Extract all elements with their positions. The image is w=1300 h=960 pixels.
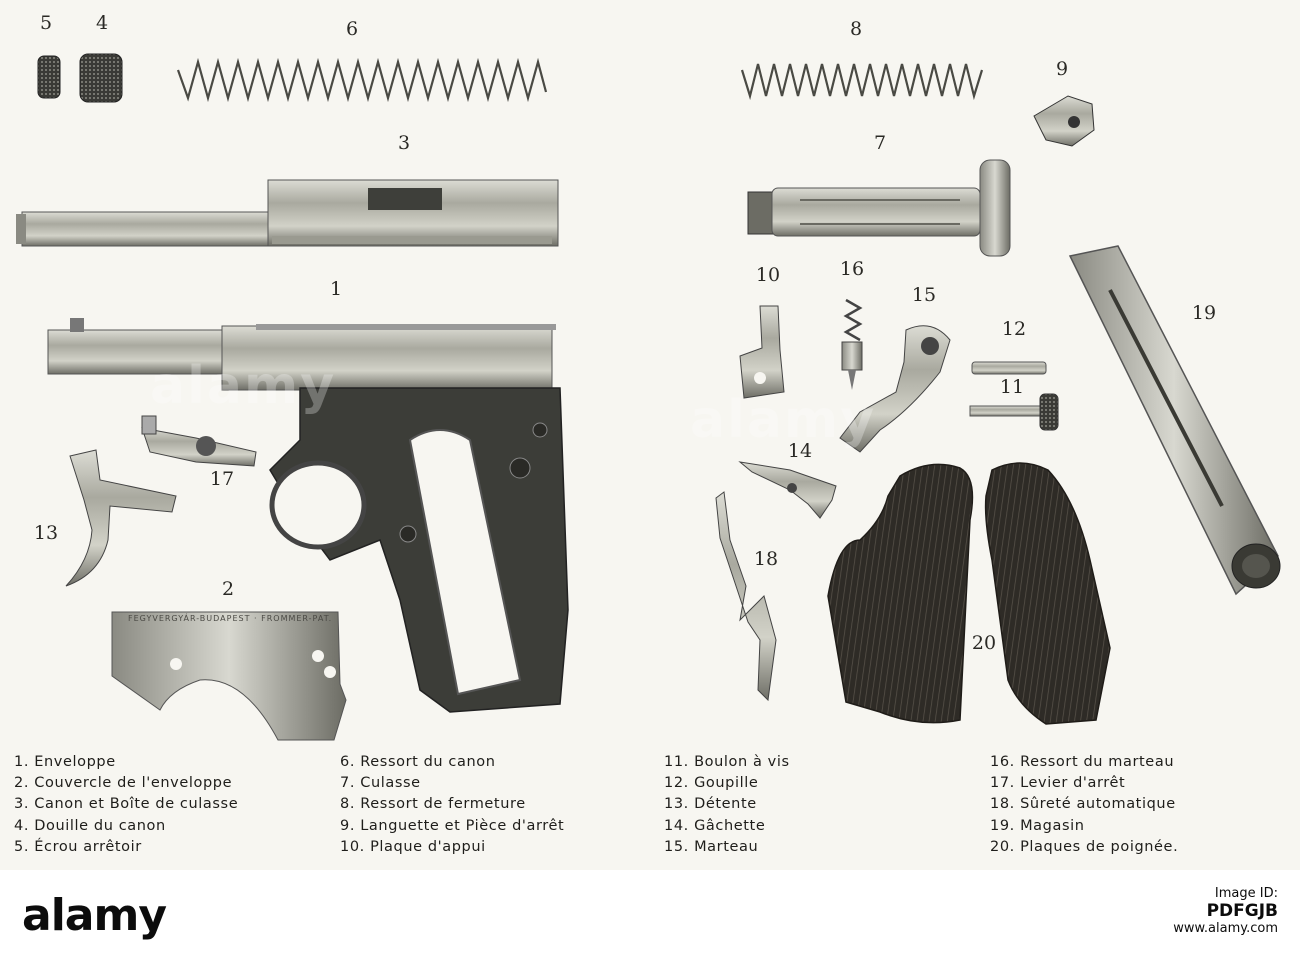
legend-item: 1. Enveloppe — [14, 754, 116, 770]
legend-item: 3. Canon et Boîte de culasse — [14, 796, 239, 813]
part-number-16: 16 — [839, 258, 865, 280]
legend-item: 9. Languette et Pièce d'arrêt — [340, 817, 565, 834]
part-number-2: 2 — [221, 578, 235, 600]
legend-column-2: 6. Ressort du canon 7. Culasse 8. Ressor… — [340, 752, 564, 858]
part-5-nut — [37, 55, 61, 99]
part-3-barrel — [16, 179, 559, 247]
legend-item: 15. Marteau — [664, 838, 759, 855]
legend-item: 2. Couvercle de l'enveloppe — [14, 775, 233, 792]
part-number-7: 7 — [873, 132, 887, 154]
part-number-15: 15 — [911, 284, 937, 306]
part-number-5: 5 — [39, 12, 53, 34]
legend-item: 4. Douille du canon — [14, 817, 166, 834]
legend-column-4: 16. Ressort du marteau 17. Levier d'arrê… — [990, 752, 1178, 858]
part-number-19: 19 — [1191, 302, 1217, 324]
diagram-plate: 5 4 6 8 9 3 7 1 10 16 15 12 11 19 17 13 … — [0, 0, 1300, 870]
part-number-6: 6 — [345, 18, 359, 40]
part-19-magazine — [1068, 245, 1281, 596]
part-20-grip-plates — [827, 462, 1111, 725]
part-18-automatic-safety — [715, 491, 777, 702]
part-2-cover-plate — [111, 611, 347, 741]
legend-item: 18. Sûreté automatique — [990, 796, 1176, 813]
legend-item: 17. Levier d'arrêt — [990, 775, 1126, 792]
part-number-3: 3 — [397, 132, 411, 154]
part-7-bolt — [747, 159, 1011, 257]
alamy-logo[interactable]: alamy — [22, 890, 167, 941]
legend-column-3: 11. Boulon à vis 12. Goupille 13. Détent… — [664, 752, 790, 858]
image-id-label: Image ID: — [1214, 886, 1278, 901]
legend-item: 14. Gâchette — [664, 817, 766, 834]
legend-column-1: 1. Enveloppe 2. Couvercle de l'enveloppe… — [14, 752, 238, 858]
part-number-12: 12 — [1001, 318, 1027, 340]
part-number-11: 11 — [999, 376, 1025, 398]
legend-item: 5. Écrou arrêtoir — [14, 838, 142, 855]
part-number-18: 18 — [753, 548, 779, 570]
legend-item: 11. Boulon à vis — [664, 754, 790, 770]
part-8-recoil-spring — [740, 63, 984, 101]
part-15-hammer — [839, 325, 951, 453]
legend-item: 7. Culasse — [340, 775, 421, 792]
part-number-14: 14 — [787, 440, 813, 462]
part-number-10: 10 — [755, 264, 781, 286]
part-number-13: 13 — [33, 522, 59, 544]
part-number-4: 4 — [95, 12, 109, 34]
part-11-screw-bolt — [969, 393, 1059, 431]
legend-item: 10. Plaque d'appui — [340, 838, 486, 855]
part-6-barrel-spring — [176, 57, 548, 103]
part-number-20: 20 — [971, 632, 997, 654]
part-number-17: 17 — [209, 468, 235, 490]
image-id-block: Image ID: PDFGJB www.alamy.com — [1173, 886, 1278, 936]
part-number-1: 1 — [329, 278, 343, 300]
part-17-stop-lever — [141, 415, 257, 467]
part-14-sear — [738, 461, 837, 519]
part-10-support-plate — [739, 305, 785, 399]
footer-bar: alamy Image ID: PDFGJB www.alamy.com — [0, 870, 1300, 960]
legend-item: 16. Ressort du marteau — [990, 754, 1175, 770]
cover-plate-stamp: FEGYVERGYÁR-BUDAPEST · FROMMER-PAT. — [128, 614, 333, 623]
legend-item: 19. Magasin — [990, 817, 1085, 834]
part-13-trigger — [65, 449, 177, 587]
part-1-frame — [47, 318, 569, 713]
legend-item: 12. Goupille — [664, 775, 759, 792]
part-16-hammer-spring — [841, 298, 863, 390]
legend-item: 20. Plaques de poignée. — [990, 838, 1179, 855]
image-id-value: PDFGJB — [1206, 901, 1278, 921]
watermark-right: alamy — [690, 390, 877, 450]
legend-item: 13. Détente — [664, 796, 757, 813]
site-link[interactable]: www.alamy.com — [1173, 921, 1278, 936]
parts-illustration — [16, 53, 1281, 741]
part-number-8: 8 — [849, 18, 863, 40]
part-4-sleeve — [79, 53, 123, 103]
part-12-pin — [971, 361, 1047, 375]
part-number-9: 9 — [1055, 58, 1069, 80]
watermark-left: alamy — [150, 356, 337, 416]
part-9-latch — [1033, 95, 1095, 147]
legend-item: 8. Ressort de fermeture — [340, 796, 526, 813]
legend-item: 6. Ressort du canon — [340, 754, 496, 770]
